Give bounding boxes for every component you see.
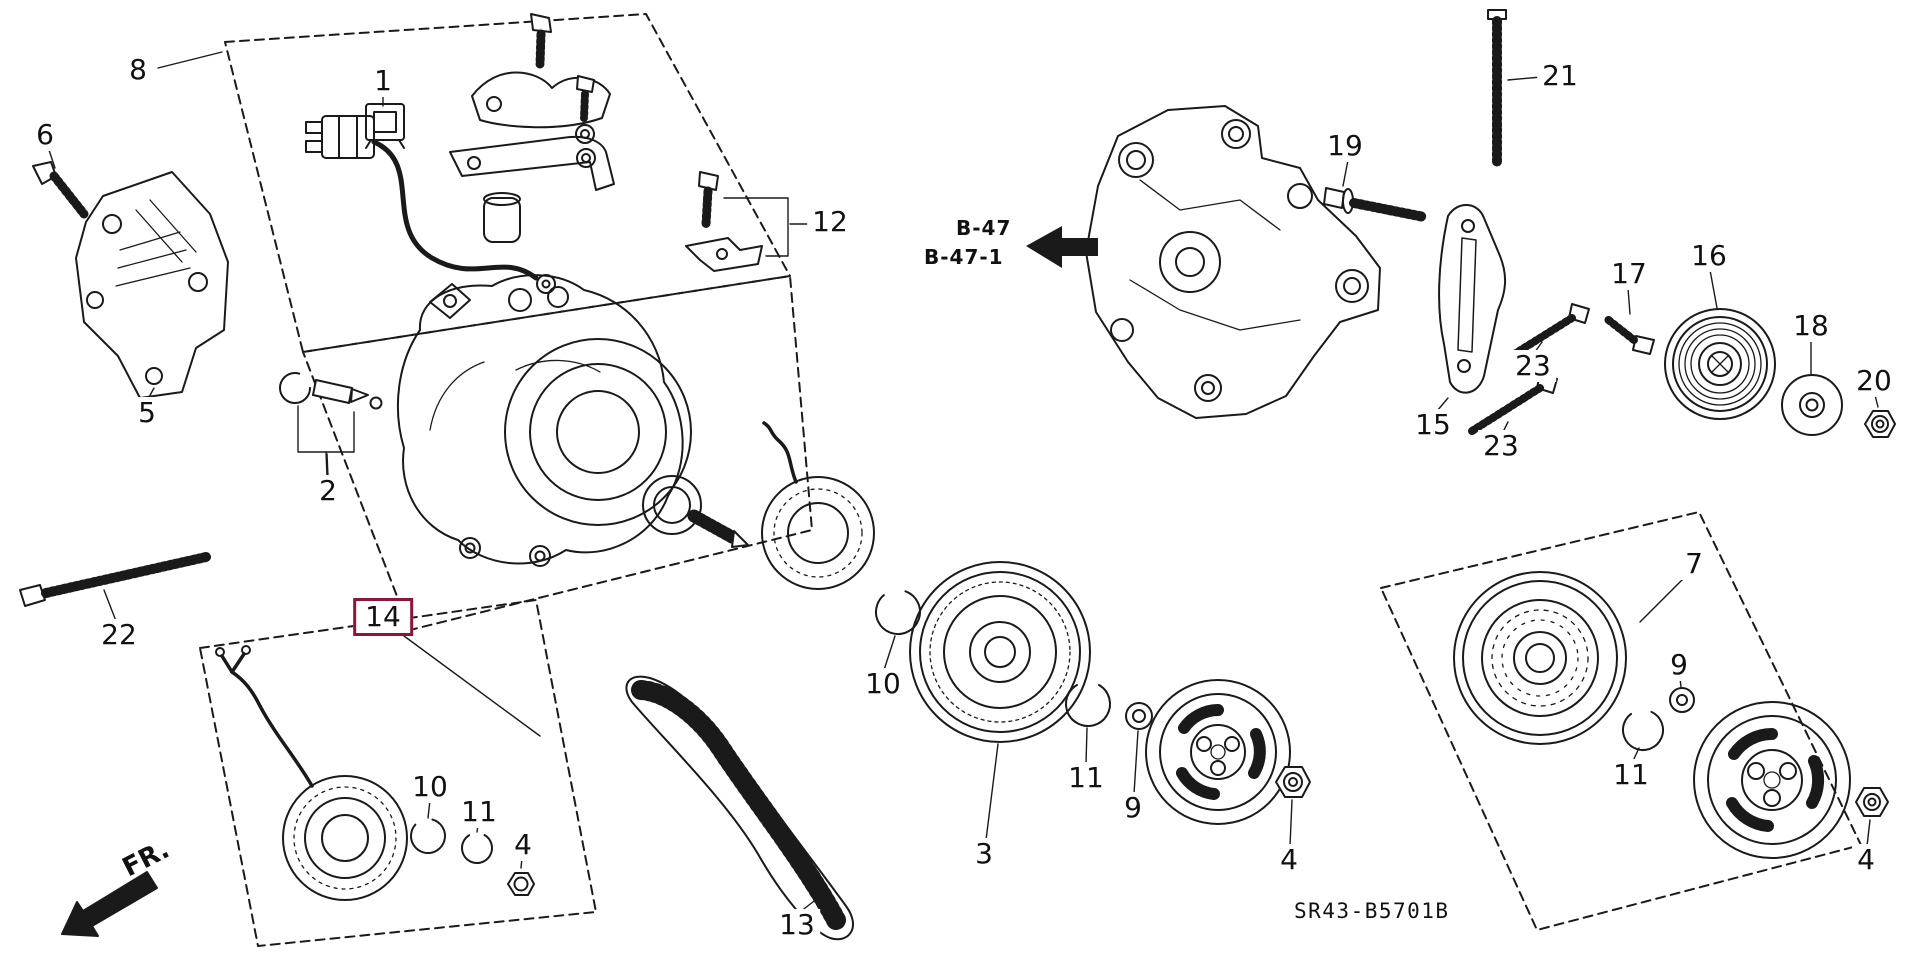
part-17-bolt: [1602, 314, 1655, 355]
part-14-field-coil: [215, 645, 408, 901]
part-4-nut-left: [507, 872, 535, 896]
clutch-plate-center: [1145, 679, 1291, 825]
part-label-18[interactable]: 18: [1788, 310, 1834, 342]
part-19-bolt: [1323, 187, 1429, 222]
part-13-belt: [625, 675, 854, 941]
part-20-nut: [1864, 410, 1896, 438]
part-label-20[interactable]: 20: [1851, 365, 1897, 397]
part-label-10[interactable]: 10: [860, 668, 906, 700]
part-6-bolt: [32, 161, 89, 219]
part-label-12[interactable]: 12: [807, 206, 853, 238]
part-21-stud-bolt: [1487, 9, 1507, 167]
part-label-19[interactable]: 19: [1322, 130, 1368, 162]
part-label-4[interactable]: 4: [1852, 844, 1880, 876]
part-11-snap-ring-left: [461, 832, 493, 864]
part-11-snap-ring-right: [1622, 709, 1664, 751]
part-label-3[interactable]: 3: [970, 838, 998, 870]
part-9-washer-center: [1125, 702, 1153, 730]
part-label-23[interactable]: 23: [1510, 350, 1556, 382]
part-11-snap-ring-center: [1065, 681, 1111, 727]
part-label-14-highlighted[interactable]: 14: [353, 598, 413, 636]
part-3-pulley: [909, 561, 1091, 743]
group-8-brackets: [449, 13, 615, 243]
leader-lines: [48, 51, 1879, 913]
part-5-bracket: [75, 171, 229, 399]
part-label-4[interactable]: 4: [1275, 844, 1303, 876]
part-22-bolt: [19, 552, 211, 607]
part-label-4[interactable]: 4: [509, 829, 537, 861]
part-12-group: [685, 171, 763, 272]
part-label-17[interactable]: 17: [1606, 258, 1652, 290]
clutch-plate-right: [1693, 701, 1851, 859]
group-14-outline: [199, 599, 597, 947]
mounting-bracket-b47: [1085, 105, 1381, 419]
fr-direction-arrow-icon: [61, 871, 158, 937]
field-coil-center: [761, 421, 875, 590]
part-label-21[interactable]: 21: [1537, 60, 1583, 92]
diagram-code: SR43-B5701B: [1294, 899, 1450, 923]
part-label-11[interactable]: 11: [456, 796, 502, 828]
part-4-nut-right: [1855, 787, 1889, 817]
part-label-8[interactable]: 8: [124, 54, 152, 86]
part-7-pulley: [1453, 571, 1627, 745]
part-label-15[interactable]: 15: [1410, 409, 1456, 441]
part-23-bolt-upper: [1512, 303, 1590, 357]
part-label-7[interactable]: 7: [1680, 548, 1708, 580]
part-label-11[interactable]: 11: [1063, 762, 1109, 794]
part-8-harness: [305, 115, 556, 294]
part-label-10[interactable]: 10: [407, 771, 453, 803]
part-16-idler-pulley: [1664, 308, 1776, 420]
compressor-region-outline: [302, 275, 813, 631]
part-label-5[interactable]: 5: [133, 397, 161, 429]
part-label-13[interactable]: 13: [774, 909, 820, 941]
part-label-16[interactable]: 16: [1686, 240, 1732, 272]
part-2-valve: [279, 372, 383, 477]
part-18-washer: [1781, 374, 1843, 436]
part-9-washer-right: [1669, 687, 1695, 713]
part-label-1[interactable]: 1: [369, 65, 397, 97]
part-label-9[interactable]: 9: [1119, 792, 1147, 824]
ref-label-b47[interactable]: B-47: [956, 216, 1012, 240]
part-label-23[interactable]: 23: [1478, 430, 1524, 462]
reference-arrow-icon: [1026, 226, 1098, 268]
part-label-11[interactable]: 11: [1608, 759, 1654, 791]
part-10-snap-ring-left: [410, 818, 446, 854]
part-10-snap-ring-center: [875, 589, 921, 635]
part-label-9[interactable]: 9: [1665, 649, 1693, 681]
part-1-connector: [365, 103, 405, 149]
part-4-nut-center: [1275, 766, 1311, 798]
part-label-2[interactable]: 2: [314, 475, 342, 507]
part-label-6[interactable]: 6: [31, 119, 59, 151]
compressor-body: [396, 274, 749, 567]
ref-label-b47-1[interactable]: B-47-1: [924, 245, 1004, 269]
part-label-22[interactable]: 22: [96, 619, 142, 651]
part-15-stay-bracket: [1438, 204, 1506, 394]
group-8-outline: [224, 13, 791, 353]
